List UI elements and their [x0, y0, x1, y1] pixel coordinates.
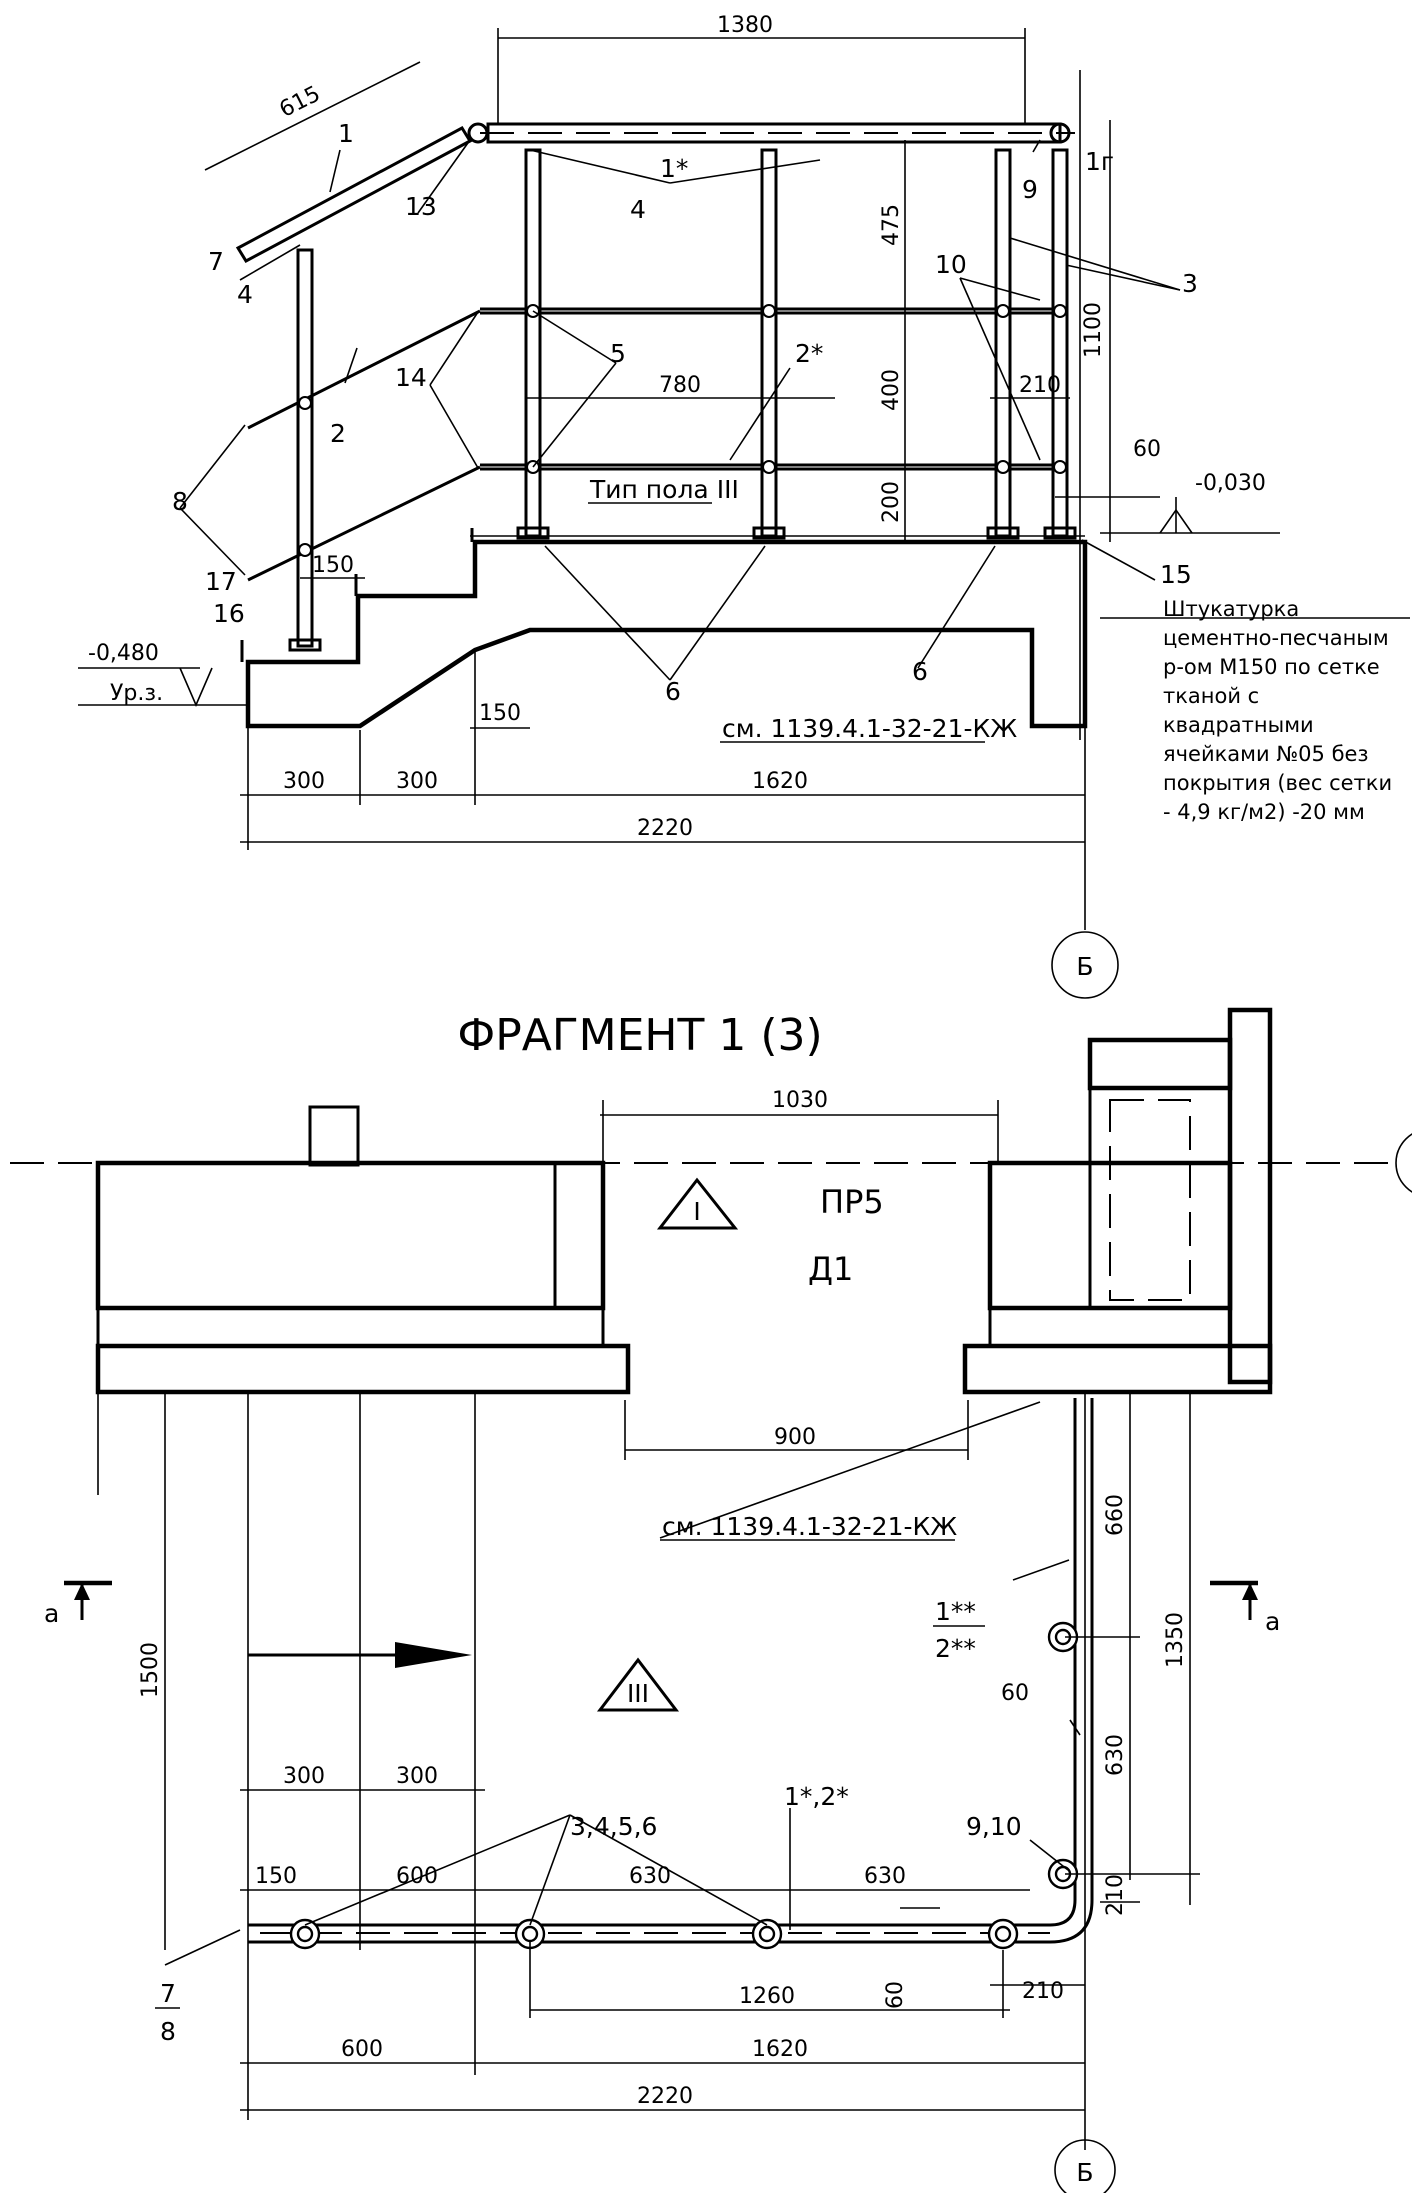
section-arrow-left: а — [44, 1599, 59, 1628]
door-name: Д1 — [808, 1250, 853, 1288]
callout-1s: 1* — [660, 154, 688, 183]
plaster-note: Штукатурка цементно-песчаным р-ом М150 п… — [1163, 597, 1392, 824]
section-arrow-right: а — [1265, 1607, 1280, 1636]
ground-label: Ур.з. — [110, 681, 163, 706]
callout-14: 14 — [395, 363, 427, 392]
svg-text:квадратными: квадратными — [1163, 713, 1314, 737]
plan-dim-600a: 600 — [396, 1864, 438, 1889]
level-ground: -0,480 — [88, 641, 159, 666]
plan-dim-630a: 630 — [629, 1864, 671, 1889]
callout-910: 9,10 — [966, 1812, 1022, 1841]
svg-text:тканой с: тканой с — [1163, 684, 1259, 708]
dim-210: 210 — [1019, 373, 1061, 398]
right-wall — [987, 1160, 1233, 1311]
dim-475: 475 — [879, 204, 904, 246]
callout-15: 15 — [1160, 560, 1192, 589]
callout-6-right: 6 — [912, 657, 928, 686]
plan-dim-630b: 630 — [864, 1864, 906, 1889]
section-reference: см. 1139.4.1-32-21-КЖ — [722, 714, 1017, 743]
fragment-title: ФРАГМЕНТ 1 (3) — [457, 1010, 822, 1061]
callout-8-plan: 8 — [160, 2017, 176, 2046]
callout-4-left: 4 — [237, 280, 253, 309]
posts — [288, 148, 1077, 652]
dim-615: 615 — [276, 82, 325, 123]
plan-dim-630v: 630 — [1103, 1734, 1128, 1776]
callout-9: 9 — [1022, 175, 1038, 204]
callout-3456: 3,4,5,6 — [570, 1812, 657, 1841]
dim-150-bottom: 150 — [479, 701, 521, 726]
section-view: 1380 615 475 1100 400 200 780 210 60 150… — [78, 13, 1410, 999]
callout-10: 10 — [935, 250, 967, 279]
level-top: -0,030 — [1195, 471, 1266, 496]
callout-3: 3 — [1182, 269, 1198, 298]
floor-type-label: Тип пола III — [589, 475, 739, 504]
plan-dim-660: 660 — [1103, 1494, 1128, 1536]
dim-200: 200 — [879, 481, 904, 523]
plan-dim-210h: 210 — [1022, 1979, 1064, 2004]
plan-dim-600b: 600 — [341, 2037, 383, 2062]
svg-text:Штукатурка: Штукатурка — [1163, 597, 1299, 621]
plan-reference: см. 1139.4.1-32-21-КЖ — [662, 1512, 957, 1541]
svg-text:ячейками №05 без: ячейками №05 без — [1163, 742, 1369, 766]
callout-17: 17 — [205, 567, 237, 596]
callout-7: 7 — [208, 247, 224, 276]
axis-label-top: Б — [1076, 952, 1093, 981]
axis-bubble-bottom — [1054, 2139, 1116, 2193]
dim-150-top: 150 — [312, 553, 354, 578]
room-number-1: I — [693, 1197, 700, 1226]
axis-bubble-top — [1051, 931, 1119, 999]
plan-dim-300a: 300 — [283, 1764, 325, 1789]
callout-1: 1 — [338, 119, 354, 148]
room-number-3: III — [627, 1679, 649, 1708]
callout-6: 6 — [665, 677, 681, 706]
plan-dim-210v: 210 — [1103, 1874, 1128, 1916]
dim-1380: 1380 — [717, 13, 773, 38]
plan-dim-1260: 1260 — [739, 1984, 795, 2009]
svg-text:- 4,9 кг/м2) -20 мм: - 4,9 кг/м2) -20 мм — [1163, 800, 1365, 824]
callout-4: 4 — [630, 195, 646, 224]
left-wall — [95, 1160, 606, 1311]
dim-400: 400 — [879, 369, 904, 411]
plan-dim-900: 900 — [774, 1425, 816, 1450]
plan-dim-60v: 60 — [1001, 1681, 1029, 1706]
callout-8: 8 — [172, 487, 188, 516]
plan-view: ФРАГМЕНТ 1 (3) I ПР5 Д1 III — [10, 1007, 1412, 2193]
svg-text:цементно-песчаным: цементно-песчаным — [1163, 626, 1389, 650]
handrail-plan — [248, 1398, 1094, 1944]
axis-label-bottom: Б — [1076, 2158, 1093, 2187]
svg-text:р-ом М150 по сетке: р-ом М150 по сетке — [1163, 655, 1380, 679]
callout-7-plan: 7 — [160, 1979, 176, 2008]
callout-13: 13 — [405, 192, 437, 221]
plan-dim-1500: 1500 — [138, 1642, 163, 1698]
callout-1g: 1г — [1085, 147, 1114, 176]
plan-dim-1350: 1350 — [1163, 1612, 1188, 1668]
plan-dim-1030: 1030 — [772, 1088, 828, 1113]
plan-dim-1620: 1620 — [752, 2037, 808, 2062]
plan-dim-60h: 60 — [883, 1981, 908, 2009]
dim-300-a: 300 — [283, 769, 325, 794]
callout-2ss: 2** — [935, 1634, 976, 1663]
callout-2: 2 — [330, 419, 346, 448]
dim-1100: 1100 — [1081, 302, 1106, 358]
callout-2s: 2* — [795, 339, 823, 368]
svg-text:покрытия (вес сетки: покрытия (вес сетки — [1163, 771, 1392, 795]
callout-16: 16 — [213, 599, 245, 628]
dim-780: 780 — [659, 373, 701, 398]
callout-1ss: 1** — [935, 1597, 976, 1626]
plan-dim-150: 150 — [255, 1864, 297, 1889]
dim-60: 60 — [1133, 437, 1161, 462]
landing-slab — [245, 539, 1088, 729]
plan-dim-2220: 2220 — [637, 2084, 693, 2109]
dim-300-b: 300 — [396, 769, 438, 794]
callout-5: 5 — [610, 339, 626, 368]
plan-dim-300b: 300 — [396, 1764, 438, 1789]
door-mark: ПР5 — [820, 1183, 884, 1221]
callout-12s: 1*,2* — [784, 1782, 849, 1811]
dim-1620: 1620 — [752, 769, 808, 794]
dim-2220: 2220 — [637, 816, 693, 841]
